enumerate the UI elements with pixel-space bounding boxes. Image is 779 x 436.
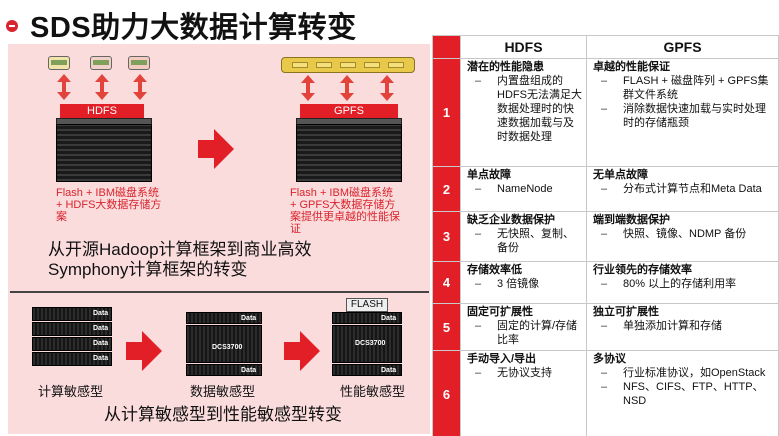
hdfs-cell: 存储效率低 3 倍镜像: [460, 261, 587, 304]
link-arrow-icon: [57, 74, 71, 100]
row-number: 2: [432, 166, 461, 212]
hdfs-point-title: 单点故障: [467, 169, 511, 181]
table-row: 4 存储效率低 3 倍镜像 行业领先的存储效率 80% 以上的存储利用率: [432, 261, 779, 304]
hdfs-point-item: 固定的计算/存储比率: [475, 319, 584, 347]
storage-unit: Data: [32, 337, 112, 351]
caption-bottom: 从计算敏感型到性能敏感型转变: [104, 405, 342, 424]
dcs3700-enclosure: [186, 325, 262, 363]
row-number: 3: [432, 211, 461, 262]
gpfs-point-title: 卓越的性能保证: [593, 61, 670, 73]
hdfs-cell: 缺乏企业数据保护 无快照、复制、备份: [460, 211, 587, 262]
gpfs-point-title: 无单点故障: [593, 169, 648, 181]
gpfs-point-item: 消除数据快速加载与实时处理时的存储瓶颈: [601, 102, 776, 130]
hdfs-cell: 固定可扩展性 固定的计算/存储比率: [460, 303, 587, 351]
table-row: 5 固定可扩展性 固定的计算/存储比率 独立可扩展性 单独添加计算和存储: [432, 303, 779, 351]
hdfs-point-title: 手动导入/导出: [467, 353, 537, 365]
hdfs-point-item: 无协议支持: [475, 366, 584, 380]
row-number: 1: [432, 58, 461, 167]
link-arrow-icon: [133, 74, 147, 100]
bullet-icon: [6, 20, 18, 32]
gpfs-cell: 无单点故障 分布式计算节点和Meta Data: [586, 166, 779, 212]
transition-arrow-icon: [284, 331, 320, 371]
gpfs-cell: 行业领先的存储效率 80% 以上的存储利用率: [586, 261, 779, 304]
hdfs-point-item: 3 倍镜像: [475, 277, 584, 291]
disk-icon: [48, 56, 70, 70]
hdfs-description: Flash + IBM磁盘系统 + HDFS大数据存储方案: [56, 187, 162, 223]
hdfs-point-title: 存储效率低: [467, 264, 522, 276]
gpfs-cell: 多协议 行业标准协议，如OpenStack NFS、CIFS、FTP、HTTP、…: [586, 350, 779, 436]
hdfs-cell: 单点故障 NameNode: [460, 166, 587, 212]
gpfs-point-item: 行业标准协议，如OpenStack: [601, 366, 776, 380]
stage-label-data: 数据敏感型: [190, 384, 256, 399]
gpfs-cell: 端到端数据保护 快照、镜像、NDMP 备份: [586, 211, 779, 262]
transition-arrow-icon: [126, 331, 162, 371]
gpfs-point-item: NFS、CIFS、FTP、HTTP、NSD: [601, 380, 776, 408]
dcs3700-label: DCS3700: [212, 344, 243, 351]
table-row: 2 单点故障 NameNode 无单点故障 分布式计算节点和Meta Data: [432, 166, 779, 212]
dcs3700-enclosure: [332, 325, 402, 363]
gpfs-point-item: 分布式计算节点和Meta Data: [601, 182, 776, 196]
gpfs-cell: 卓越的性能保证 FLASH + 磁盘阵列 + GPFS集群文件系统 消除数据快速…: [586, 58, 779, 167]
link-arrow-icon: [380, 75, 394, 101]
table-header-row: HDFS GPFS: [432, 35, 779, 59]
row-number: 4: [432, 261, 461, 304]
hdfs-point-title: 缺乏企业数据保护: [467, 214, 555, 226]
gpfs-point-title: 行业领先的存储效率: [593, 264, 692, 276]
table-row: 6 手动导入/导出 无协议支持 多协议 行业标准协议，如OpenStack NF…: [432, 350, 779, 436]
link-arrow-icon: [301, 75, 315, 101]
comparison-table: HDFS GPFS 1 潜在的性能隐患 内置盘组成的HDFS无法满足大数据处理时…: [432, 35, 779, 436]
hdfs-cell: 潜在的性能隐患 内置盘组成的HDFS无法满足大数据处理时的快速数据加载与及时数据…: [460, 58, 587, 167]
slide-title: SDS助力大数据计算转变: [30, 12, 357, 44]
table-row: 3 缺乏企业数据保护 无快照、复制、备份 端到端数据保护 快照、镜像、NDMP …: [432, 211, 779, 262]
gpfs-description: Flash + IBM磁盘系统 + GPFS大数据存储方案提供更卓越的性能保证: [290, 187, 400, 235]
gpfs-point-title: 多协议: [593, 353, 626, 365]
link-arrow-icon: [95, 74, 109, 100]
transition-arrow-icon: [198, 129, 234, 169]
gpfs-cell: 独立可扩展性 单独添加计算和存储: [586, 303, 779, 351]
hdfs-point-item: 无快照、复制、备份: [475, 227, 584, 255]
hdfs-cell: 手动导入/导出 无协议支持: [460, 350, 587, 436]
storage-unit: Data: [186, 312, 262, 324]
row-number: 5: [432, 303, 461, 351]
gpfs-point-item: FLASH + 磁盘阵列 + GPFS集群文件系统: [601, 74, 776, 102]
header-gpfs: GPFS: [586, 35, 779, 59]
header-number-cell: [432, 35, 461, 59]
row-number: 6: [432, 350, 461, 436]
gpfs-point-title: 独立可扩展性: [593, 306, 659, 318]
table-row: 1 潜在的性能隐患 内置盘组成的HDFS无法满足大数据处理时的快速数据加载与及时…: [432, 58, 779, 167]
storage-unit: Data: [332, 312, 402, 324]
gpfs-server-rack: [296, 124, 402, 182]
disk-icon: [128, 56, 150, 70]
hdfs-point-item: NameNode: [475, 182, 584, 196]
gpfs-point-item: 快照、镜像、NDMP 备份: [601, 227, 776, 241]
storage-unit: Data: [332, 364, 402, 376]
gpfs-label: GPFS: [300, 104, 398, 118]
hdfs-label: HDFS: [60, 104, 144, 118]
gpfs-point-title: 端到端数据保护: [593, 214, 670, 226]
storage-unit: Data: [186, 364, 262, 376]
stage-label-compute: 计算敏感型: [38, 384, 104, 399]
flash-label: FLASH: [346, 298, 388, 312]
link-arrow-icon: [340, 75, 354, 101]
section-divider: [10, 291, 429, 293]
dcs3700-label: DCS3700: [355, 340, 386, 347]
hdfs-server-rack: [56, 124, 152, 182]
storage-unit: Data: [32, 307, 112, 321]
storage-unit: Data: [32, 352, 112, 366]
gpfs-point-item: 80% 以上的存储利用率: [601, 277, 776, 291]
disk-icon: [90, 56, 112, 70]
caption-top-line2: Symphony计算框架的转变: [48, 260, 248, 279]
hdfs-point-title: 固定可扩展性: [467, 306, 533, 318]
hdfs-point-item: 内置盘组成的HDFS无法满足大数据处理时的快速数据加载与及时数据处理: [475, 74, 584, 144]
storage-unit: Data: [32, 322, 112, 336]
caption-top-line1: 从开源Hadoop计算框架到商业高效: [48, 240, 312, 259]
stage-label-performance: 性能敏感型: [340, 384, 406, 399]
flash-array-icon: [281, 57, 415, 73]
header-hdfs: HDFS: [460, 35, 587, 59]
gpfs-point-item: 单独添加计算和存储: [601, 319, 776, 333]
hdfs-point-title: 潜在的性能隐患: [467, 61, 544, 73]
